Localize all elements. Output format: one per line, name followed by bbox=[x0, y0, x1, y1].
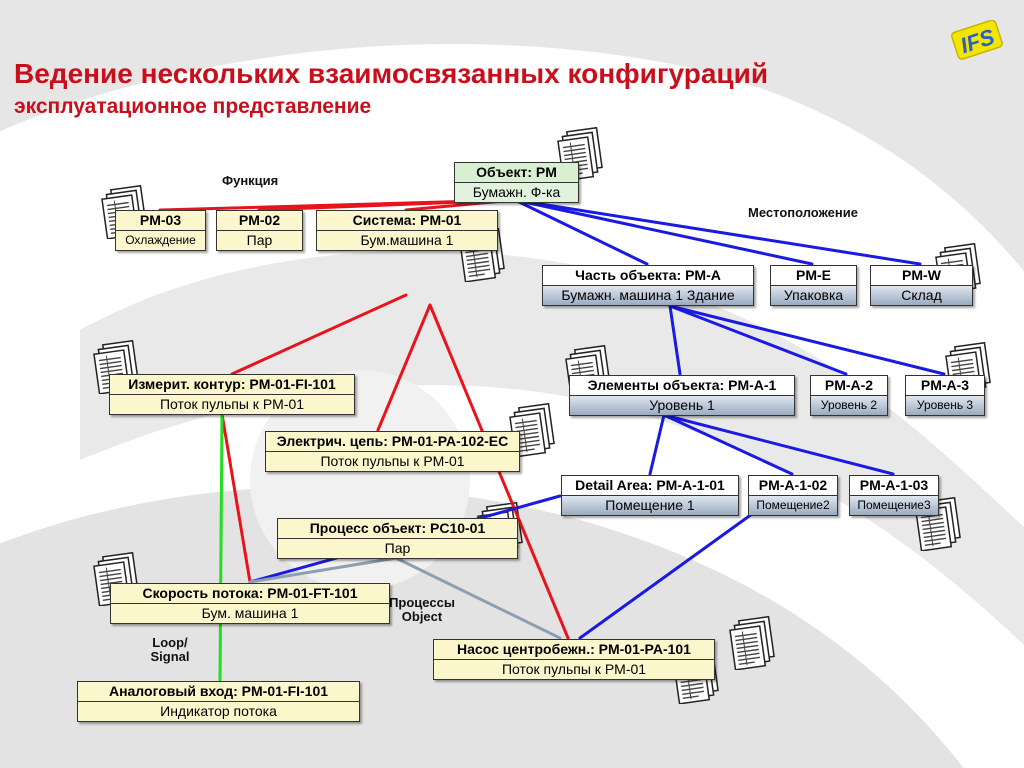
node-title: Насос центробежн.: PM-01-PA-101 bbox=[434, 640, 714, 660]
node-title: PM-E bbox=[771, 266, 856, 286]
node-desc: Помещение2 bbox=[749, 496, 837, 515]
node-title: Измерит. контур: PM-01-FI-101 bbox=[110, 375, 354, 395]
ifs-logo: IFS bbox=[951, 20, 1003, 60]
node-title: PM-A-1-02 bbox=[749, 476, 837, 496]
node-title: Электрич. цепь: PM-01-PA-102-EC bbox=[266, 432, 519, 452]
node-pm-a-2[interactable]: PM-A-2 Уровень 2 bbox=[810, 375, 888, 416]
node-title: PM-W bbox=[871, 266, 972, 286]
node-title: Скорость потока: PM-01-FT-101 bbox=[111, 584, 389, 604]
node-pm-w[interactable]: PM-W Склад bbox=[870, 265, 973, 306]
node-desc: Помещение 1 bbox=[562, 496, 738, 515]
node-electric-circuit-pa-102-ec[interactable]: Электрич. цепь: PM-01-PA-102-EC Поток пу… bbox=[265, 431, 520, 472]
node-pm-a-3[interactable]: PM-A-3 Уровень 3 bbox=[905, 375, 985, 416]
node-desc: Бумажн. Ф-ка bbox=[455, 183, 578, 202]
node-title: PM-A-3 bbox=[906, 376, 984, 396]
node-pm-02[interactable]: PM-02 Пар bbox=[216, 210, 303, 251]
node-title: Объект: PM bbox=[455, 163, 578, 183]
node-pm-03[interactable]: PM-03 Охлаждение bbox=[115, 210, 206, 251]
label-loop-signal: Loop/ Signal bbox=[140, 636, 200, 664]
node-title: Detail Area: PM-A-1-01 bbox=[562, 476, 738, 496]
label-object: Object bbox=[401, 609, 443, 624]
node-desc: Бум. машина 1 bbox=[111, 604, 389, 623]
node-title: PM-02 bbox=[217, 211, 302, 231]
node-title: Аналоговый вход: PM-01-FI-101 bbox=[78, 682, 359, 702]
node-system-pm-01[interactable]: Система: PM-01 Бум.машина 1 bbox=[316, 210, 498, 251]
node-desc: Бум.машина 1 bbox=[317, 231, 497, 250]
node-desc: Уровень 3 bbox=[906, 396, 984, 415]
node-desc: Индикатор потока bbox=[78, 702, 359, 721]
node-desc: Поток пульпы к PM-01 bbox=[110, 395, 354, 414]
node-desc: Поток пульпы к PM-01 bbox=[266, 452, 519, 471]
page-subtitle: эксплуатационное представление bbox=[14, 95, 372, 118]
node-desc: Пар bbox=[217, 231, 302, 250]
label-loop: Loop/ bbox=[152, 635, 188, 650]
node-pm-a-1[interactable]: Элементы объекта: PM-A-1 Уровень 1 bbox=[569, 375, 795, 416]
node-pm-a[interactable]: Часть объекта: PM-A Бумажн. машина 1 Зда… bbox=[542, 265, 754, 306]
node-centrifugal-pump-pa-101[interactable]: Насос центробежн.: PM-01-PA-101 Поток пу… bbox=[433, 639, 715, 680]
node-desc: Уровень 2 bbox=[811, 396, 887, 415]
node-title: PM-A-1-03 bbox=[850, 476, 938, 496]
node-title: Процесс объект: PC10-01 bbox=[278, 519, 517, 539]
node-desc: Склад bbox=[871, 286, 972, 305]
node-title: PM-A-2 bbox=[811, 376, 887, 396]
label-signal: Signal bbox=[150, 649, 190, 664]
document-stack-icon bbox=[728, 616, 776, 670]
node-object-pm[interactable]: Объект: PM Бумажн. Ф-ка bbox=[454, 162, 579, 203]
label-location: Местоположение bbox=[748, 205, 858, 220]
node-desc: Пар bbox=[278, 539, 517, 558]
node-measure-loop-fi-101[interactable]: Измерит. контур: PM-01-FI-101 Поток пуль… bbox=[109, 374, 355, 415]
page-title: Ведение нескольких взаимосвязанных конфи… bbox=[14, 58, 769, 89]
node-flow-rate-ft-101[interactable]: Скорость потока: PM-01-FT-101 Бум. машин… bbox=[110, 583, 390, 624]
label-processes-object: Процессы Object bbox=[382, 596, 462, 624]
node-desc: Бумажн. машина 1 Здание bbox=[543, 286, 753, 305]
node-pm-a-1-02[interactable]: PM-A-1-02 Помещение2 bbox=[748, 475, 838, 516]
node-detail-area-pm-a-1-01[interactable]: Detail Area: PM-A-1-01 Помещение 1 bbox=[561, 475, 739, 516]
node-desc: Упаковка bbox=[771, 286, 856, 305]
label-function: Функция bbox=[222, 173, 279, 188]
node-process-object-pc10-01[interactable]: Процесс объект: PC10-01 Пар bbox=[277, 518, 518, 559]
node-title: PM-03 bbox=[116, 211, 205, 231]
node-desc: Поток пульпы к PM-01 bbox=[434, 660, 714, 679]
node-desc: Уровень 1 bbox=[570, 396, 794, 415]
label-processes: Процессы bbox=[389, 595, 455, 610]
node-analog-input-fi-101[interactable]: Аналоговый вход: PM-01-FI-101 Индикатор … bbox=[77, 681, 360, 722]
node-title: Часть объекта: PM-A bbox=[543, 266, 753, 286]
node-pm-a-1-03[interactable]: PM-A-1-03 Помещение3 bbox=[849, 475, 939, 516]
node-desc: Помещение3 bbox=[850, 496, 938, 515]
node-desc: Охлаждение bbox=[116, 231, 205, 250]
node-title: Система: PM-01 bbox=[317, 211, 497, 231]
node-title: Элементы объекта: PM-A-1 bbox=[570, 376, 794, 396]
node-pm-e[interactable]: PM-E Упаковка bbox=[770, 265, 857, 306]
